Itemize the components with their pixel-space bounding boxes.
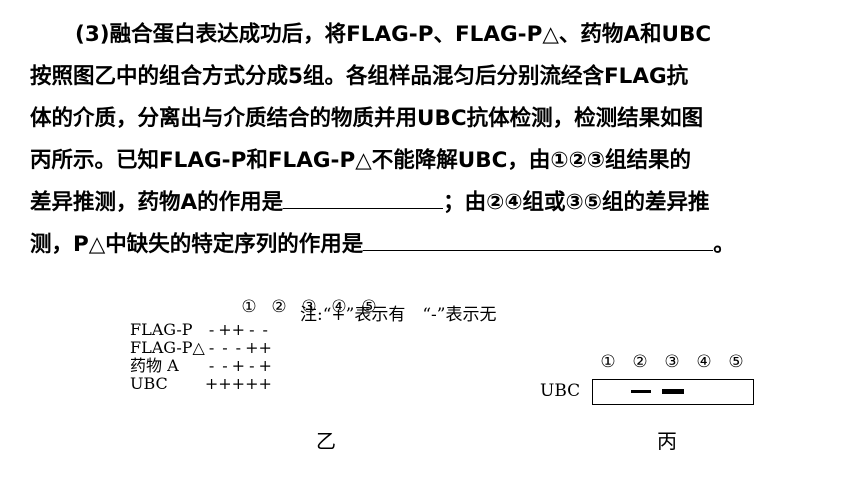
table-cell: +	[245, 338, 259, 357]
group-label: ①	[600, 352, 616, 372]
table-cell: +	[231, 374, 246, 393]
table-cell: -	[208, 356, 215, 375]
table-cell: -	[235, 338, 242, 357]
blot-band	[662, 389, 684, 394]
table-cell: -	[249, 320, 255, 339]
question-line: (3)融合蛋白表达成功后，将FLAG-P、FLAG-P△、药物A和UBC	[75, 22, 712, 47]
table-cell: +	[258, 374, 272, 393]
group-label: ⑤	[728, 352, 744, 372]
answer-blank-1[interactable]	[283, 182, 444, 209]
table-cell: +	[204, 374, 219, 393]
ubc-row-label: UBC	[540, 381, 581, 401]
question-text-part: 差异推测，药物A的作用是	[30, 190, 284, 215]
table-cell: -	[222, 356, 228, 375]
table-row: UBC + + + + +	[130, 375, 272, 393]
group-label: ④	[331, 297, 347, 317]
table-cell: +	[231, 320, 246, 339]
table-cell: -	[208, 338, 215, 357]
group-label: ①	[241, 297, 257, 317]
table-cell: -	[262, 320, 268, 339]
yi-combination-table: FLAG-P - + + - - FLAG-P△ - - - + + 药物 A …	[130, 321, 272, 393]
group-label: ②	[632, 352, 648, 372]
question-text: (3)融合蛋白表达成功后，将FLAG-P、FLAG-P△、药物A和UBC 按照图…	[30, 14, 830, 266]
question-line: 丙所示。已知FLAG-P和FLAG-P△不能降解UBC，由①②③组结果的	[30, 148, 691, 173]
question-text-part: 测，P△中缺失的特定序列的作用是	[30, 232, 364, 257]
figure-caption-bing: 丙	[657, 429, 677, 453]
ubc-blot-box	[592, 379, 754, 405]
table-row: 药物 A - - + - +	[130, 357, 272, 375]
row-label: FLAG-P	[130, 320, 193, 339]
question-text-part: 。	[713, 232, 735, 257]
table-cell: +	[245, 374, 259, 393]
table-cell: +	[231, 356, 246, 375]
blot-band	[631, 390, 651, 393]
figure-caption-yi: 乙	[316, 429, 336, 453]
table-cell: +	[218, 374, 232, 393]
table-cell: +	[218, 320, 232, 339]
group-label: ④	[696, 352, 712, 372]
row-label: FLAG-P△	[130, 338, 205, 357]
question-line: 体的介质，分离出与介质结合的物质并用UBC抗体检测，检测结果如图	[30, 106, 704, 131]
answer-blank-2[interactable]	[363, 224, 714, 251]
table-row: FLAG-P△ - - - + +	[130, 339, 272, 357]
question-line: 差异推测，药物A的作用是 ；由②④组或③⑤组的差异推	[30, 182, 830, 224]
group-label: ⑤	[361, 297, 377, 317]
table-cell: -	[222, 338, 228, 357]
group-label: ③	[664, 352, 680, 372]
row-label: UBC	[130, 374, 168, 393]
question-text-part: ；由②④组或③⑤组的差异推	[443, 190, 710, 215]
table-row: FLAG-P - + + - -	[130, 321, 272, 339]
table-cell: -	[249, 356, 255, 375]
legend-note: 注:“+”表示有 “-”表示无	[300, 305, 497, 325]
table-cell: +	[258, 356, 272, 375]
question-line: 测，P△中缺失的特定序列的作用是 。	[30, 224, 830, 266]
table-cell: -	[208, 320, 215, 339]
table-cell: +	[258, 338, 272, 357]
question-line: 按照图乙中的组合方式分成5组。各组样品混匀后分别流经含FLAG抗	[30, 64, 689, 89]
group-label: ③	[301, 297, 317, 317]
group-label: ②	[271, 297, 287, 317]
row-label: 药物 A	[130, 356, 179, 375]
